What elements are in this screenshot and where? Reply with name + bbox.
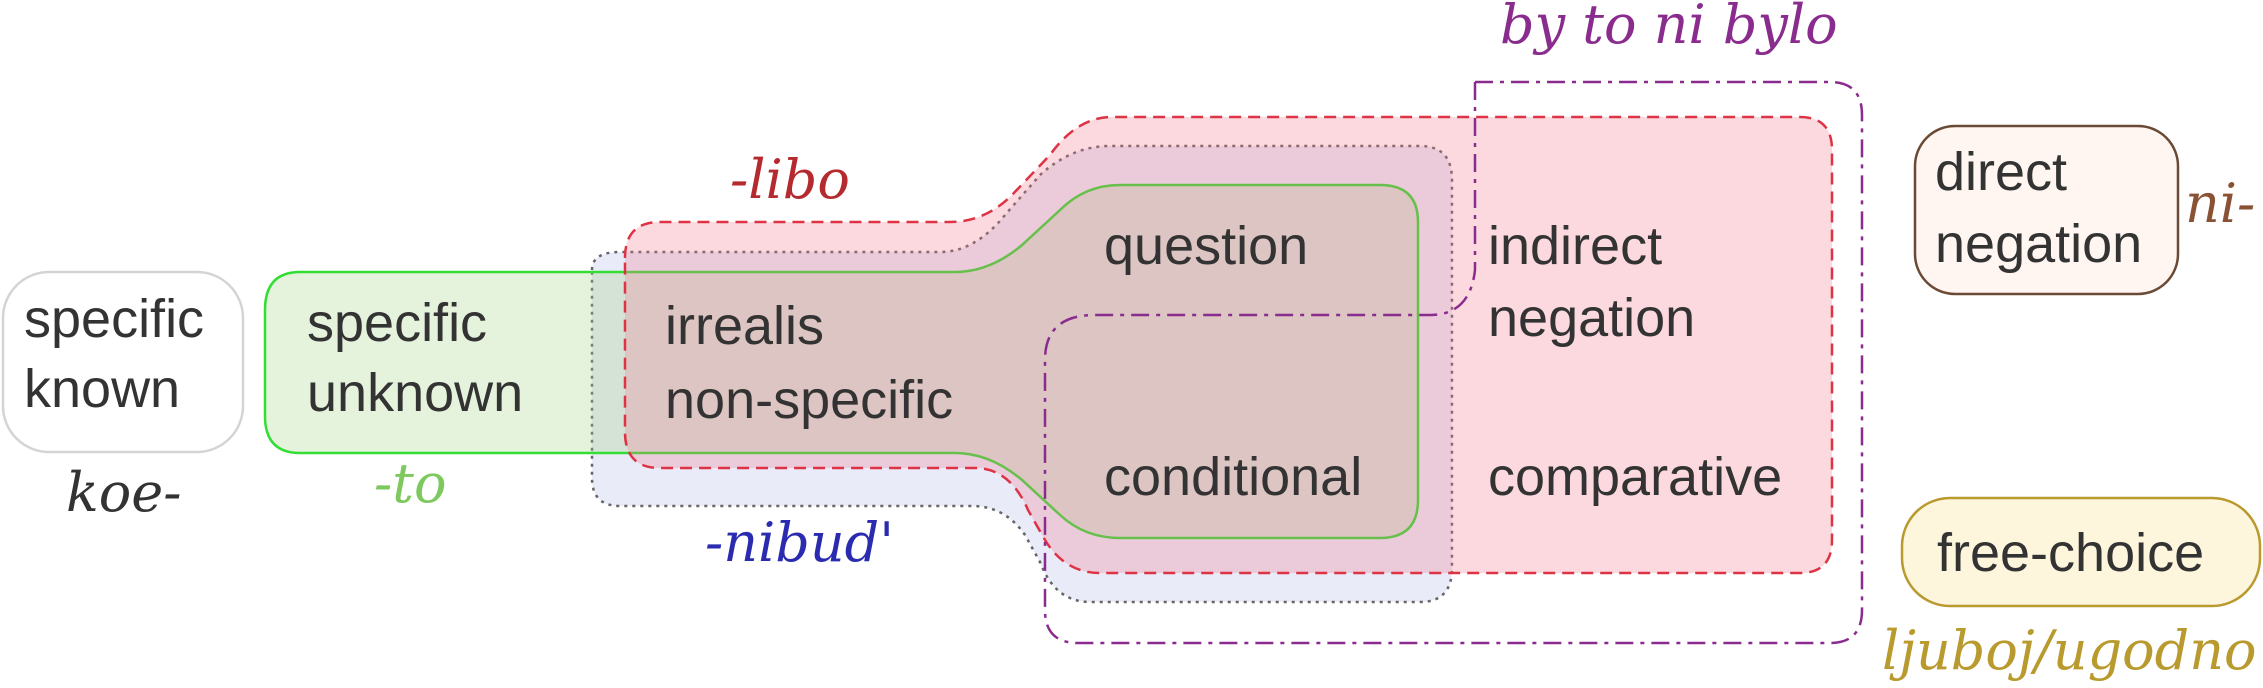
- irrealis-non-specific-label: irrealis non-specific: [665, 296, 953, 430]
- ljuboj-ugodno-series-label: ljuboj/ugodno: [1882, 619, 2257, 682]
- indirect-negation-label: indirect negation: [1488, 216, 1695, 348]
- koe-region: [1, 270, 245, 454]
- libo-region: [623, 115, 1834, 575]
- ljuboj-ugodno-region: [1900, 496, 2262, 608]
- to-region: [263, 183, 1420, 540]
- specific-unknown-label: specific unknown: [307, 293, 523, 423]
- conditional-label: conditional: [1104, 447, 1362, 507]
- free-choice-label: free-choice: [1937, 523, 2204, 583]
- specific-known-label: specific known: [24, 289, 219, 419]
- by-to-ni-bylo-region: [1043, 80, 1864, 645]
- to-series-label: -to: [374, 452, 446, 515]
- ni-region: [1913, 124, 2180, 296]
- by-to-ni-bylo-series-label: by to ni bylo: [1500, 0, 1838, 56]
- direct-negation-label: direct negation: [1935, 142, 2142, 274]
- libo-series-label: -libo: [730, 148, 850, 211]
- comparative-label: comparative: [1488, 447, 1782, 507]
- ni-series-label: ni-: [2185, 172, 2255, 235]
- nibud-region: [590, 144, 1454, 604]
- question-label: question: [1104, 216, 1308, 276]
- koe-series-label: koe-: [66, 461, 181, 524]
- nibud-series-label: -nibud': [705, 511, 894, 574]
